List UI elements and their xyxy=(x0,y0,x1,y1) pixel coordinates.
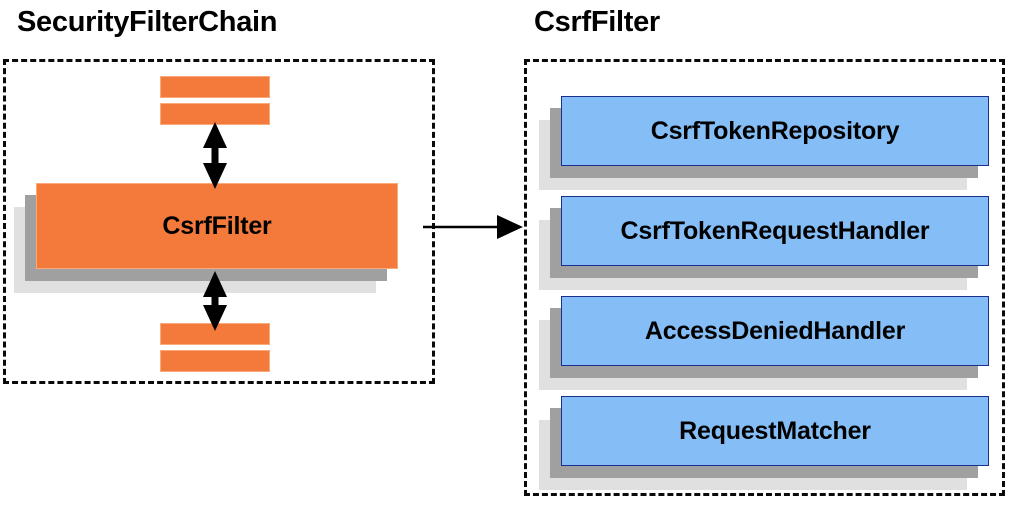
panel-title-security-filter-chain: SecurityFilterChain xyxy=(17,6,278,38)
node-face: AccessDeniedHandler xyxy=(561,296,989,366)
connector-cross-panel-arrow xyxy=(423,215,523,239)
node-label-csrf-token-repository: CsrfTokenRepository xyxy=(650,116,900,145)
group-box-csrf-filter xyxy=(524,59,1005,496)
node-csrf-token-repository[interactable]: CsrfTokenRepository xyxy=(539,96,989,190)
node-label-csrf-filter: CsrfFilter xyxy=(162,211,272,240)
stub-bar-bottom-1 xyxy=(160,323,270,345)
node-access-denied-handler[interactable]: AccessDeniedHandler xyxy=(539,296,989,390)
node-face: RequestMatcher xyxy=(561,396,989,466)
panel-title-csrf-filter: CsrfFilter xyxy=(534,6,660,38)
node-csrf-token-request-handler[interactable]: CsrfTokenRequestHandler xyxy=(539,196,989,290)
node-face: CsrfTokenRequestHandler xyxy=(561,196,989,266)
node-label-csrf-token-request-handler: CsrfTokenRequestHandler xyxy=(620,216,930,245)
stub-bar-top-1 xyxy=(160,76,270,98)
node-face: CsrfTokenRepository xyxy=(561,96,989,166)
node-request-matcher[interactable]: RequestMatcher xyxy=(539,396,989,490)
stub-bar-top-2 xyxy=(160,103,270,125)
group-box-security-filter-chain xyxy=(3,59,435,384)
node-csrf-filter[interactable]: CsrfFilter xyxy=(14,183,398,293)
stub-bar-bottom-2 xyxy=(160,350,270,372)
node-label-request-matcher: RequestMatcher xyxy=(679,416,871,445)
node-face: CsrfFilter xyxy=(36,183,398,269)
node-label-access-denied-handler: AccessDeniedHandler xyxy=(644,316,906,345)
